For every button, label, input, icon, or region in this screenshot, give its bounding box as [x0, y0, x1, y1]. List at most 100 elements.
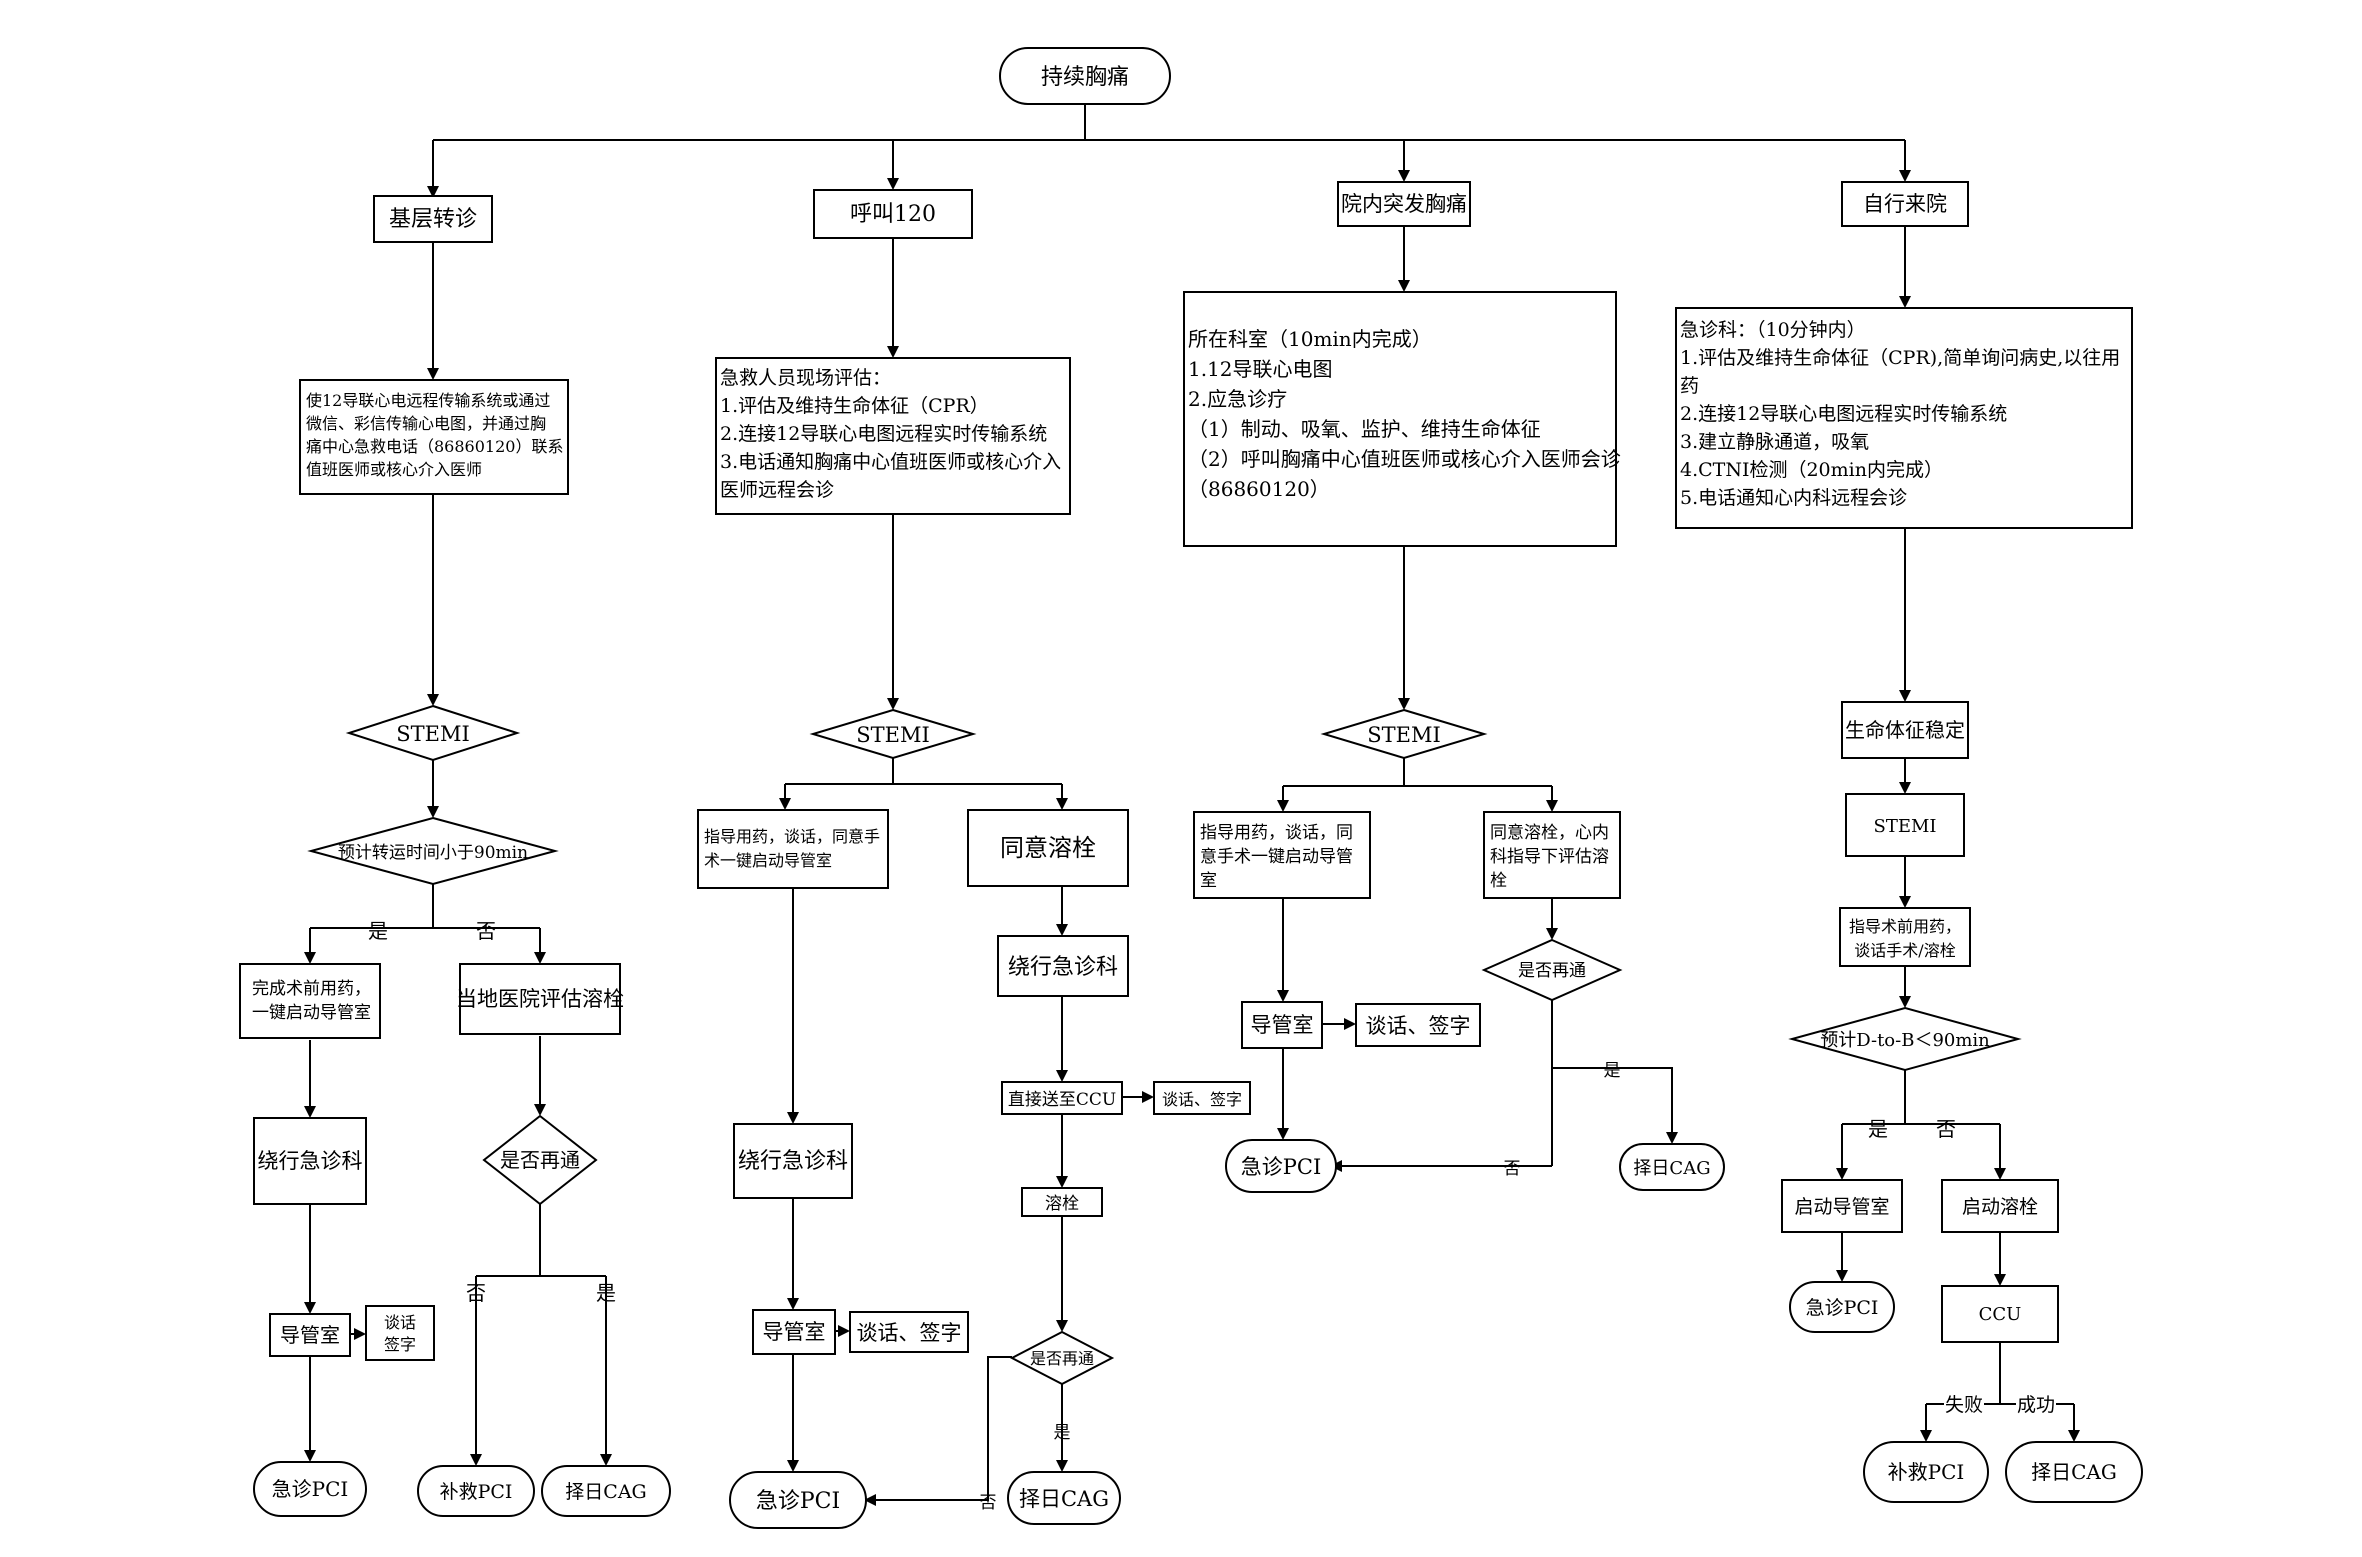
col4-fail-label-bg [1944, 1392, 1984, 1416]
col4-desc-line: 药 [1680, 375, 1699, 397]
col1-title-box: 基层转诊 [373, 195, 493, 243]
col4-stemi-label: STEMI [1873, 816, 1936, 837]
col4-stable-box: 生命体征稳定 [1841, 701, 1969, 759]
col4-desc-line: 1.评估及维持生命体征（CPR),简单询问病史,以往用 [1680, 347, 2120, 369]
col1-desc-line: 值班医师或核心介入医师 [306, 460, 482, 479]
col3-desc-line: 1.12导联心电图 [1188, 357, 1333, 381]
col2-lysis-box: 溶栓 [1021, 1187, 1103, 1217]
col3-guide-line: 室 [1200, 871, 1217, 891]
col3-agree-lysis-line: 同意溶栓，心内 [1490, 823, 1609, 843]
col3-cathlab-box: 导管室 [1241, 1001, 1323, 1049]
col1-stemi-label: STEMI [396, 722, 470, 746]
col4-stable-label: 生命体征稳定 [1845, 718, 1965, 742]
col1-talk-label: 谈话 [384, 1313, 416, 1332]
col1-cag-terminal: 择日CAG [541, 1465, 671, 1517]
col3-title-box: 院内突发胸痛 [1337, 181, 1471, 227]
col3-talk-sign-label: 谈话、签字 [1366, 1014, 1471, 1038]
col2-guide-box: 指导用药，谈话，同意手 术一键启动导管室 [697, 809, 889, 889]
col2-reperf-no-label: 否 [980, 1493, 997, 1513]
col4-desc-box: 急诊科：（10分钟内） 1.评估及维持生命体征（CPR),简单询问病史,以往用 … [1675, 307, 2133, 529]
col2-title-box: 呼叫120 [813, 189, 973, 239]
col4-cag-terminal: 择日CAG [2005, 1441, 2143, 1503]
col1-pci-label: 急诊PCI [272, 1477, 349, 1501]
col1-local-lysis-label: 当地医院评估溶栓 [456, 987, 624, 1011]
col4-desc-line: 急诊科：（10分钟内） [1680, 319, 1866, 341]
col4-ccu-box: CCU [1941, 1285, 2059, 1343]
col2-pci-label: 急诊PCI [756, 1489, 840, 1514]
col1-premed-line: 完成术前用药， [252, 979, 371, 999]
col1-desc-line: 使12导联心电远程传输系统或通过 [306, 391, 550, 410]
col4-desc-line: 2.连接12导联心电图远程实时传输系统 [1680, 403, 2007, 425]
col1-rescue-pci-terminal: 补救PCI [417, 1465, 535, 1517]
col2-talk-sign-label: 谈话、签字 [857, 1321, 962, 1345]
col3-reperfusion-label: 是否再通 [1518, 961, 1586, 981]
col1-cathlab-box: 导管室 [269, 1313, 351, 1357]
col4-rescue-label: 补救PCI [1888, 1460, 1965, 1484]
col4-fail-label: 失败 [1945, 1394, 1983, 1416]
col1-decision-label: 预计转运时间小于90min [338, 843, 528, 863]
col3-guide-box: 指导用药，谈话，同 意手术一键启动导管 室 [1193, 811, 1371, 899]
col1-reperfusion-diamond: 是否再通 [482, 1114, 598, 1206]
col3-reperf-no-label: 否 [1504, 1159, 1521, 1179]
start-node: 持续胸痛 [999, 47, 1171, 105]
col1-desc-line: 痛中心急救电话（86860120）联系 [306, 437, 563, 456]
col2-ccu-box: 直接送至CCU [1001, 1081, 1123, 1115]
col4-start-lysis-box: 启动溶栓 [1941, 1179, 2059, 1233]
col1-reperfusion-label: 是否再通 [500, 1148, 580, 1172]
col4-title: 自行来院 [1863, 192, 1947, 216]
col1-cathlab-label: 导管室 [280, 1323, 340, 1347]
col4-dtob-decision: 预计D-to-B＜90min [1788, 1006, 2022, 1072]
col3-reperfusion-diamond: 是否再通 [1481, 938, 1623, 1002]
col4-start-lysis-label: 启动溶栓 [1962, 1196, 2038, 1218]
col1-yes-label: 是 [368, 919, 388, 943]
col3-desc-box: 所在科室（10min内完成） 1.12导联心电图 2.应急诊疗 （1）制动、吸氧… [1183, 291, 1621, 547]
col1-sign-label: 签字 [384, 1335, 416, 1354]
col1-local-lysis-box: 当地医院评估溶栓 [456, 963, 624, 1035]
col3-guide-line: 指导用药，谈话，同 [1200, 823, 1353, 843]
col2-desc-line: 急救人员现场评估： [720, 367, 891, 389]
col4-decision-label: 预计D-to-B＜90min [1820, 1030, 1990, 1051]
col3-agree-lysis-line: 栓 [1490, 871, 1507, 891]
col2-talk-sign-box: 谈话、签字 [849, 1311, 969, 1353]
col4-guide-line: 指导术前用药， [1849, 917, 1961, 936]
col1-stemi-diamond: STEMI [345, 704, 521, 762]
col2-desc-line: 3.电话通知胸痛中心值班医师或核心介入 [720, 451, 1061, 473]
col3-title: 院内突发胸痛 [1341, 192, 1467, 216]
col2-ccu-talk-box: 谈话、签字 [1153, 1081, 1251, 1115]
start-label: 持续胸痛 [1041, 65, 1129, 90]
col4-cag-label: 择日CAG [2031, 1460, 2117, 1484]
col3-desc-line: （2）呼叫胸痛中心值班医师或核心介入医师会诊 [1188, 447, 1621, 471]
col4-no-label: 否 [1936, 1117, 1956, 1141]
col1-premed-box: 完成术前用药， 一键启动导管室 [239, 963, 381, 1039]
col4-ccu-label: CCU [1979, 1304, 2022, 1325]
col3-stemi-diamond: STEMI [1320, 708, 1488, 760]
col2-desc-line: 医师远程会诊 [720, 479, 834, 501]
column-self-arrival: 自行来院 急诊科：（10分钟内） 1.评估及维持生命体征（CPR),简单询问病史… [1675, 181, 2143, 1503]
col3-pci-label: 急诊PCI [1241, 1155, 1322, 1179]
col4-title-box: 自行来院 [1841, 181, 1969, 227]
col1-desc-box: 使12导联心电远程传输系统或通过 微信、彩信传输心电图，并通过胸 痛中心急救电话… [299, 379, 569, 495]
col3-desc-line: 2.应急诊疗 [1188, 387, 1287, 411]
col4-guide-box: 指导术前用药， 谈话手术/溶栓 [1839, 907, 1971, 967]
col4-yes-label: 是 [1868, 1117, 1888, 1141]
col1-reperf-no-label: 否 [466, 1281, 486, 1305]
col2-bypass-ed-box: 绕行急诊科 [733, 1123, 853, 1199]
col2-desc-box: 急救人员现场评估： 1.评估及维持生命体征（CPR） 2.连接12导联心电图远程… [715, 357, 1071, 515]
col2-ccu-label: 直接送至CCU [1008, 1090, 1116, 1110]
col2-cathlab-label: 导管室 [763, 1320, 826, 1344]
col1-cag-label: 择日CAG [565, 1481, 646, 1503]
col3-talk-sign-box: 谈话、签字 [1355, 1003, 1481, 1047]
col2-cathlab-box: 导管室 [752, 1309, 836, 1355]
col4-desc-line: 5.电话通知心内科远程会诊 [1680, 487, 1907, 509]
column-call-120: 呼叫120 急救人员现场评估： 1.评估及维持生命体征（CPR） 2.连接12导… [697, 189, 1251, 1529]
col4-pci-label: 急诊PCI [1806, 1297, 1879, 1319]
col1-premed-line: 一键启动导管室 [252, 1003, 371, 1023]
col2-desc-line: 1.评估及维持生命体征（CPR） [720, 395, 989, 417]
col3-agree-lysis-box: 同意溶栓，心内 科指导下评估溶 栓 [1483, 811, 1621, 899]
col2-agree-lysis-label: 同意溶栓 [1000, 834, 1096, 862]
connectors [304, 104, 2080, 1506]
col2-cag-label: 择日CAG [1019, 1487, 1109, 1511]
col3-guide-line: 意手术一键启动导管 [1200, 847, 1353, 867]
col1-bypass-ed-box: 绕行急诊科 [253, 1117, 367, 1205]
